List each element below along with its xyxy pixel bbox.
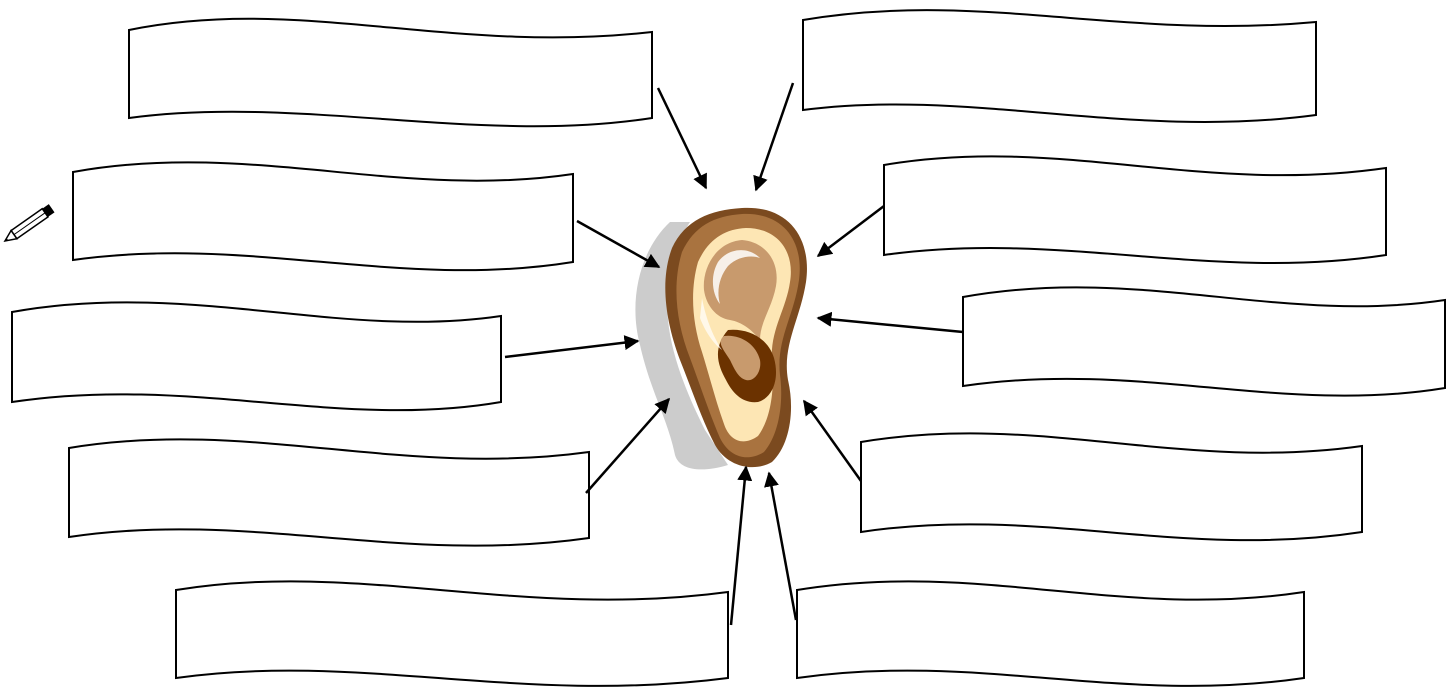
arrow-lower-left xyxy=(585,397,670,494)
arrow-top-right xyxy=(753,82,795,192)
arrow-upper-right xyxy=(816,205,885,257)
arrow-lower-right xyxy=(802,399,863,482)
arrow-bottom-right xyxy=(764,471,798,621)
label-banner-upper-right[interactable] xyxy=(883,155,1387,265)
arrow-top-left xyxy=(656,87,708,190)
label-banner-bottom-left[interactable] xyxy=(175,580,729,687)
arrow-middle-right xyxy=(816,311,964,334)
label-banner-bottom-right[interactable] xyxy=(796,580,1305,687)
label-banner-middle-left[interactable] xyxy=(11,301,502,412)
label-banner-lower-left[interactable] xyxy=(68,438,590,547)
label-banner-upper-left[interactable] xyxy=(72,161,574,272)
arrow-bottom-left xyxy=(729,465,753,626)
label-banner-middle-right[interactable] xyxy=(962,286,1446,397)
pencil-icon[interactable] xyxy=(2,204,55,245)
arrow-upper-left xyxy=(576,219,661,269)
label-banner-top-left[interactable] xyxy=(128,17,653,128)
arrow-middle-left xyxy=(504,335,640,359)
label-banner-top-right[interactable] xyxy=(802,9,1317,123)
label-banner-lower-right[interactable] xyxy=(860,432,1363,542)
ear-illustration xyxy=(635,207,807,470)
